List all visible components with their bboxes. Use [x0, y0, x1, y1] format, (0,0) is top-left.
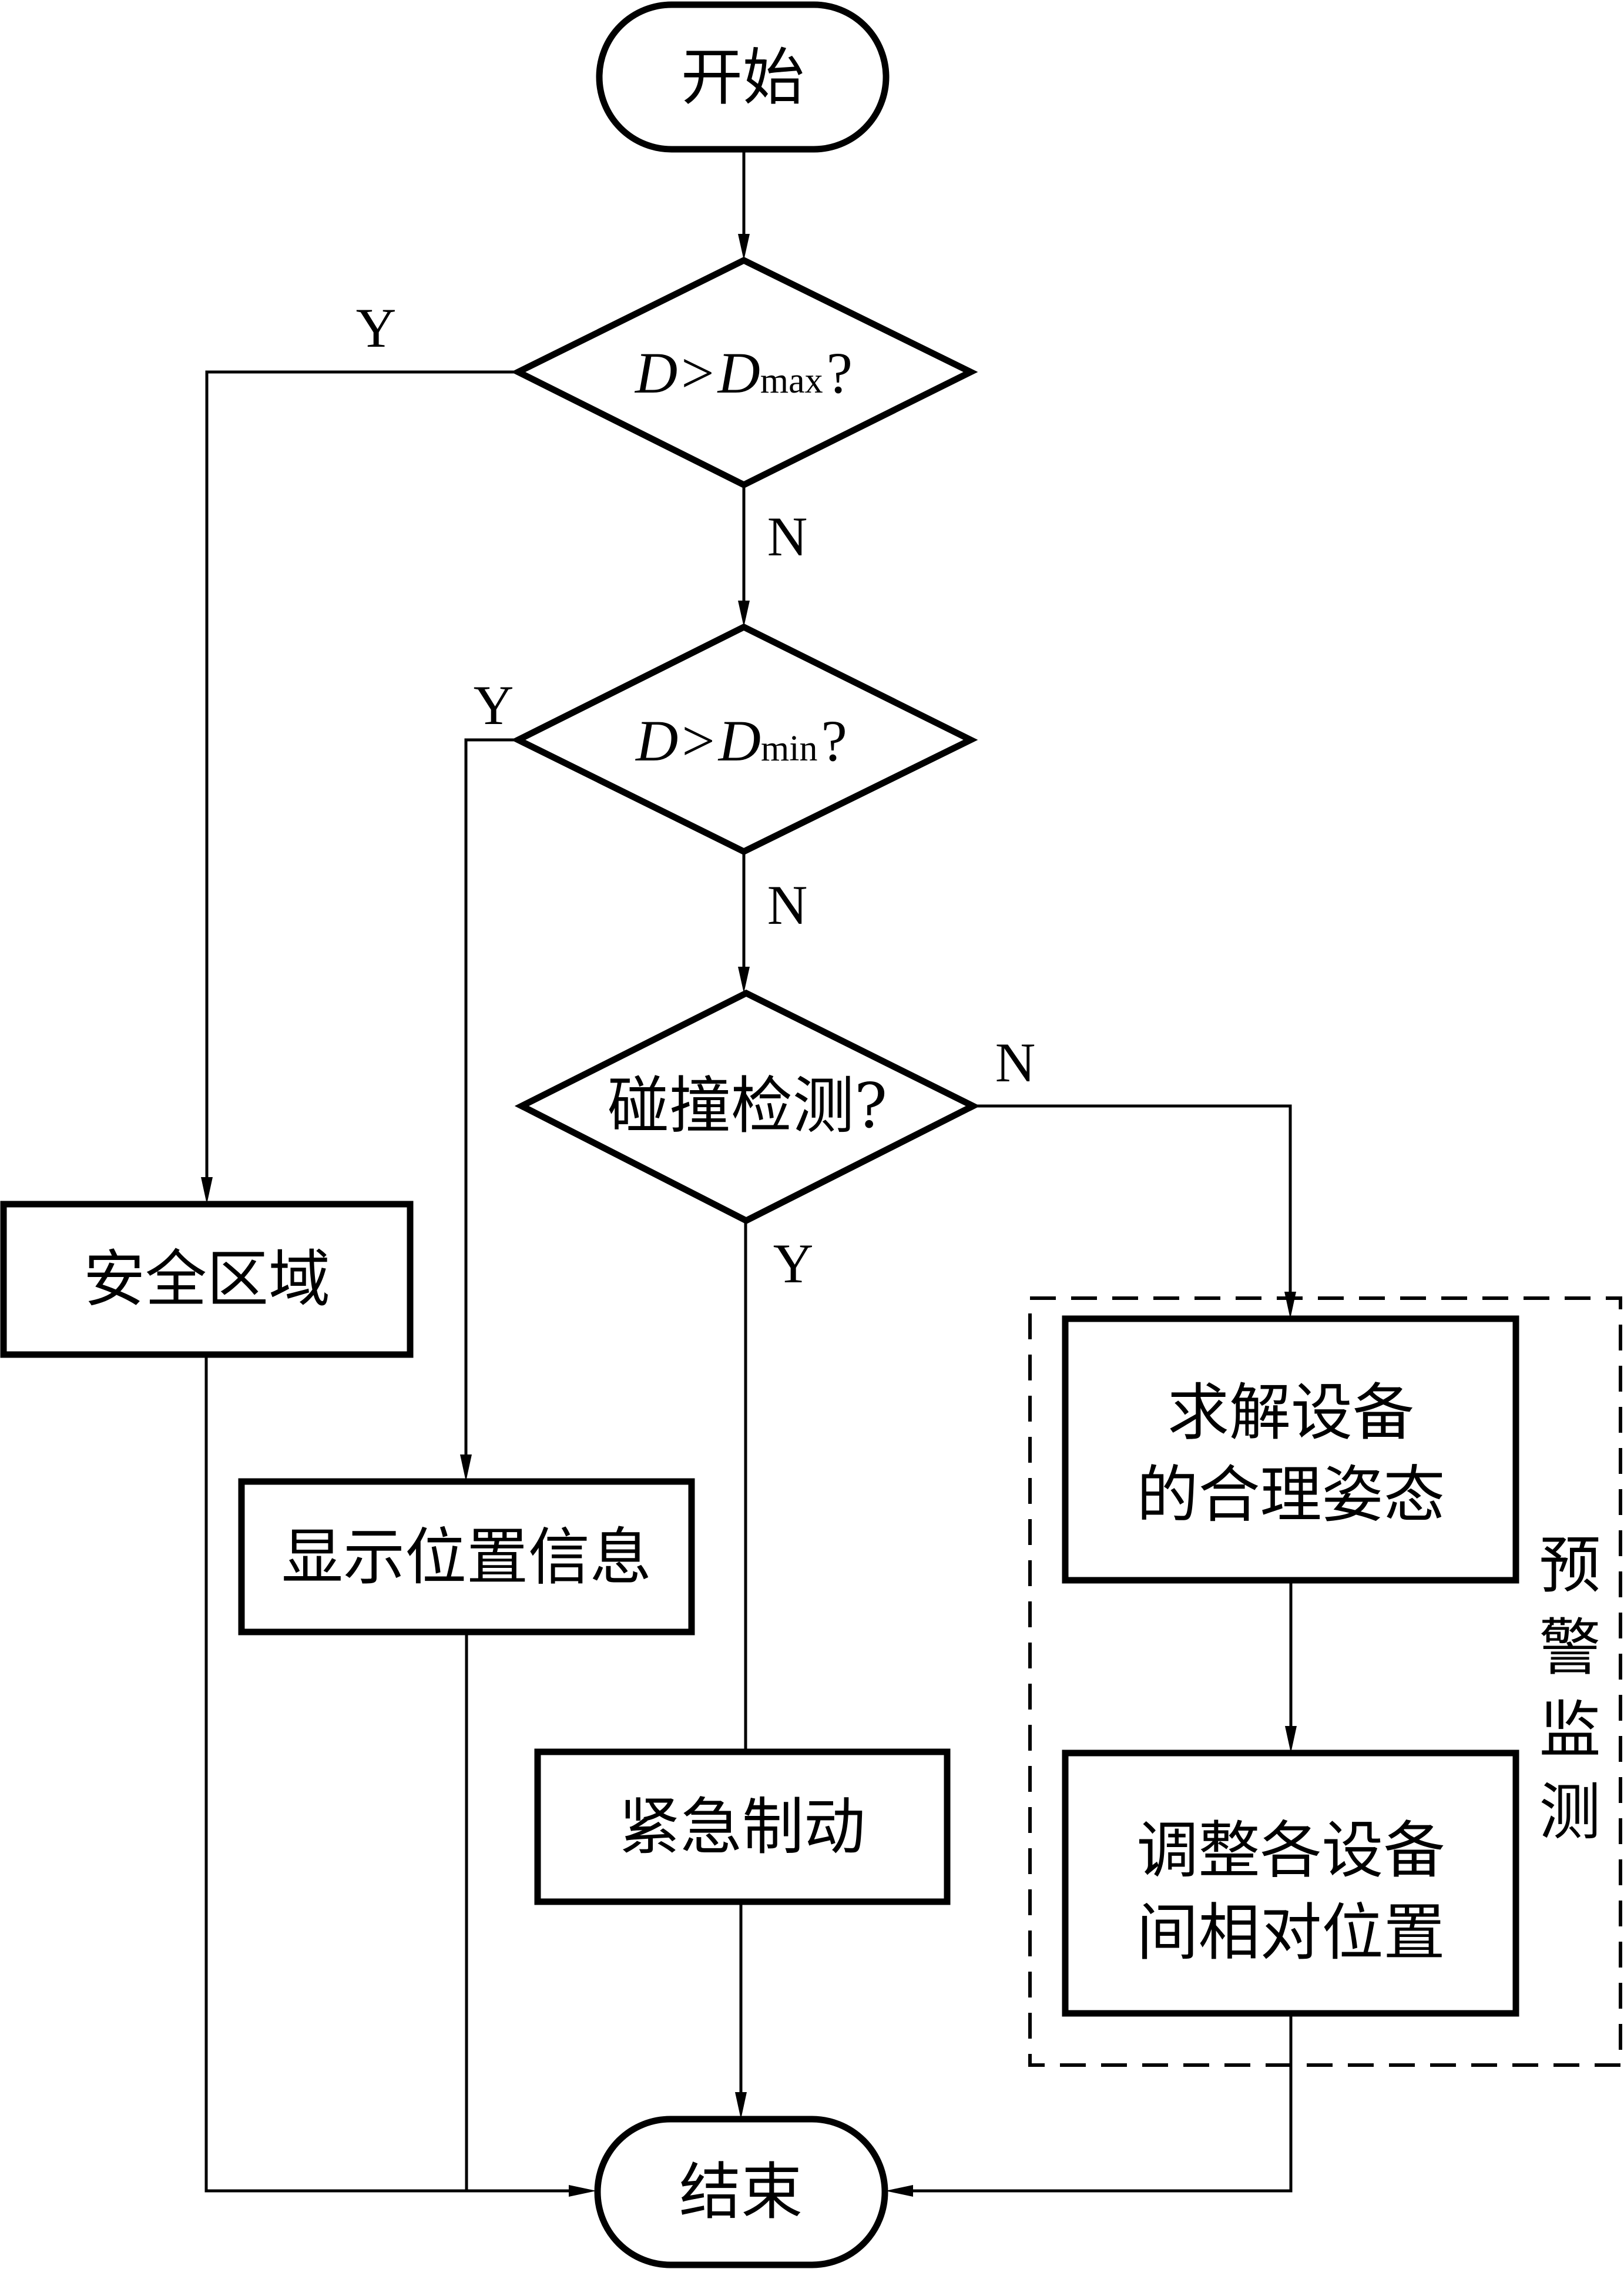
- decision-dmax: D>Dmax?: [511, 256, 978, 489]
- safe-zone-label: 安全区域: [83, 1244, 330, 1315]
- start-label: 开始: [681, 42, 804, 113]
- arrowhead-icon: [1285, 1726, 1297, 1753]
- decision-collision: 碰撞检测?: [514, 989, 981, 1225]
- arrowhead-icon: [885, 2185, 913, 2197]
- early-warning-label: 预 警 监 测: [1539, 1530, 1600, 1848]
- adjust-position-line1: 调整各设备: [1136, 1815, 1445, 1886]
- solve-pose-line1: 求解设备: [1167, 1377, 1414, 1449]
- edge-collision-no: [973, 1104, 1292, 1293]
- arrowhead-icon: [201, 1177, 213, 1204]
- arrowhead-icon: [569, 2185, 596, 2197]
- end-label: 结束: [679, 2156, 803, 2228]
- solve-pose-node: 求解设备 的合理姿态: [1062, 1315, 1519, 1584]
- decision-dmax-label: D>Dmax?: [634, 340, 853, 405]
- safe-zone-node: 安全区域: [0, 1201, 414, 1358]
- end-node: 结束: [594, 2116, 888, 2268]
- arrowhead-icon: [1284, 1292, 1296, 1319]
- early-warning-group: [1028, 1296, 1622, 2067]
- edge-adjust-to-end: [912, 2013, 1293, 2193]
- edge-label-dmax-no: N: [767, 505, 808, 568]
- edge-dmin-yes: [464, 738, 518, 1456]
- adjust-position-node: 调整各设备 间相对位置: [1062, 1749, 1519, 2017]
- arrowhead-icon: [738, 601, 750, 627]
- edge-dmax-yes: [205, 370, 518, 1178]
- show-position-node: 显示位置信息: [238, 1478, 695, 1635]
- show-position-label: 显示位置信息: [281, 1521, 652, 1593]
- emergency-brake-label: 紧急制动: [619, 1791, 865, 1863]
- arrowhead-icon: [738, 967, 750, 993]
- arrowhead-icon: [735, 2092, 747, 2119]
- arrowhead-icon: [460, 1454, 472, 1482]
- edge-safe-to-end: [204, 1355, 570, 2193]
- edge-label-dmax-yes: Y: [356, 297, 397, 359]
- emergency-brake-node: 紧急制动: [534, 1748, 951, 1905]
- group-label-char: 警: [1539, 1612, 1600, 1684]
- edge-label-dmin-no: N: [767, 874, 808, 936]
- decision-collision-label: 碰撞检测?: [608, 1070, 887, 1142]
- edge-label-collision-yes: Y: [773, 1232, 814, 1295]
- group-label-char: 监: [1539, 1694, 1600, 1766]
- arrowhead-icon: [738, 234, 750, 260]
- start-node: 开始: [596, 1, 890, 153]
- adjust-position-line2: 间相对位置: [1136, 1897, 1445, 1969]
- group-label-char: 预: [1539, 1530, 1600, 1601]
- group-label-char: 测: [1539, 1777, 1600, 1848]
- edge-label-collision-no: N: [995, 1031, 1036, 1094]
- decision-dmin-label: D>Dmin?: [635, 708, 847, 773]
- solve-pose-line2: 的合理姿态: [1136, 1459, 1445, 1531]
- decision-dmin: D>Dmin?: [511, 623, 978, 856]
- edge-label-dmin-yes: Y: [474, 674, 514, 736]
